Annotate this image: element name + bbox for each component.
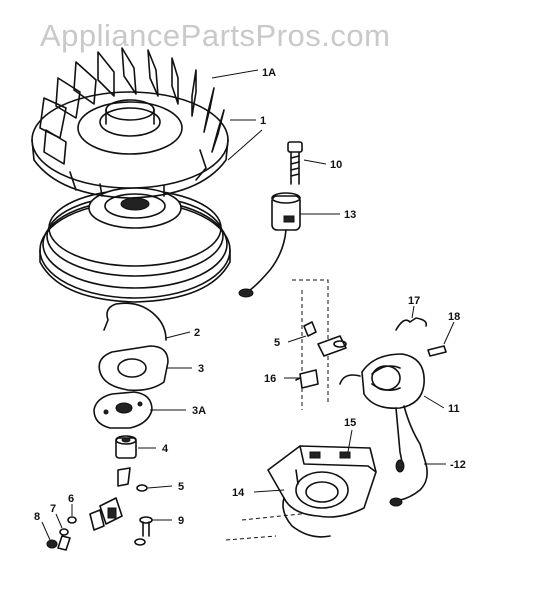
watermark: AppliancePartsPros.com [40, 18, 391, 53]
label-4: 4 [162, 443, 169, 455]
label-5-upper: 5 [274, 337, 280, 349]
condenser-13 [238, 192, 301, 298]
label-5-lower: 5 [178, 481, 184, 493]
label-12: -12 [450, 459, 466, 471]
spring-17 [395, 317, 428, 331]
coil-11 [339, 353, 428, 507]
label-2: 2 [194, 327, 200, 339]
label-1a: 1A [262, 67, 276, 79]
clip-16 [295, 369, 319, 389]
bushing-4 [115, 435, 137, 459]
label-7: 7 [50, 503, 56, 515]
small-parts-6-7-8 [46, 516, 77, 551]
label-1: 1 [260, 115, 266, 127]
clip-18 [427, 345, 447, 357]
screw-5-lower [117, 467, 148, 492]
flywheel [39, 187, 231, 303]
label-18: 18 [448, 311, 460, 323]
label-17: 17 [408, 295, 420, 307]
label-11: 11 [448, 403, 460, 415]
label-13: 13 [344, 209, 356, 221]
fan-ring [31, 47, 229, 199]
label-8: 8 [34, 511, 40, 523]
label-15: 15 [344, 417, 356, 429]
label-10: 10 [330, 159, 342, 171]
label-6: 6 [68, 493, 74, 505]
breaker-arm [89, 497, 123, 531]
label-16: 16 [264, 373, 276, 385]
breaker-plate-3a [93, 391, 153, 429]
points-5-upper [303, 321, 347, 357]
dust-cover-3 [98, 345, 169, 392]
label-3a: 3A [192, 405, 206, 417]
label-14: 14 [232, 487, 245, 499]
housing-14-15 [267, 445, 377, 538]
label-3: 3 [198, 363, 204, 375]
gasket-2 [103, 302, 167, 341]
label-9: 9 [178, 515, 184, 527]
screw-9 [134, 516, 153, 546]
bolt-10 [287, 141, 303, 185]
